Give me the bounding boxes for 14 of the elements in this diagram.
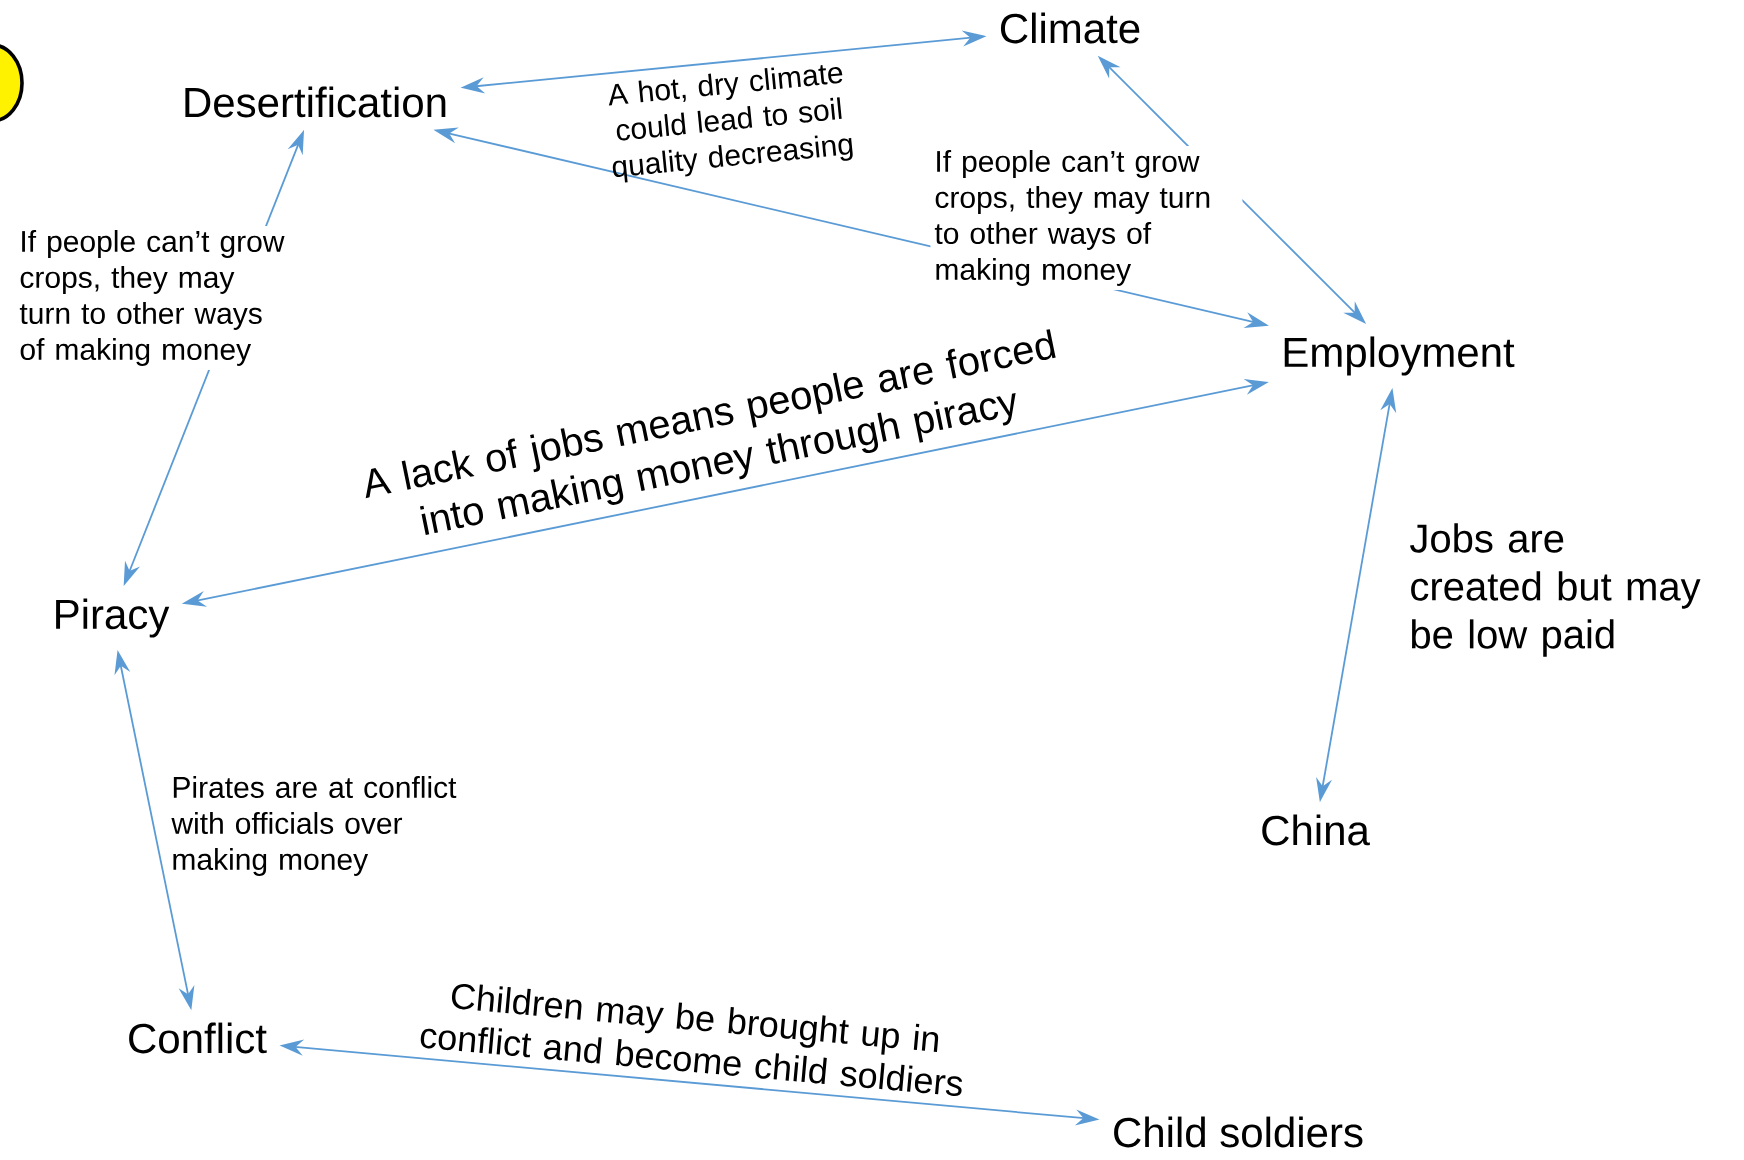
- node-label: Piracy: [56, 598, 170, 638]
- edge-label: Jobs are created but may be low paid: [1405, 519, 1706, 661]
- edge-label: Children may be brought up in conflict and become child soldiers: [420, 983, 963, 1096]
- edge-label: A lack of jobs means people are forced into making money through piracy: [365, 329, 1056, 535]
- node-label: Desertification: [185, 86, 446, 118]
- edge-label: If people can’t grow crops, they may turn to other ways of making money: [15, 226, 324, 370]
- node-label: China: [1262, 814, 1370, 846]
- node-label: Child soldiers: [1114, 1116, 1363, 1148]
- node-label: Conflict: [129, 1022, 267, 1054]
- edge-label: Pirates are at conflict with officials over making money: [167, 772, 480, 880]
- edge-label: A hot, dry climate could lead to soil quality decreasing: [608, 65, 853, 183]
- node-label: Climate: [1000, 12, 1140, 44]
- edge-label: If people can’t grow crops, they may turn to other ways of making money: [930, 146, 1243, 290]
- node-label: Employment: [1284, 336, 1515, 376]
